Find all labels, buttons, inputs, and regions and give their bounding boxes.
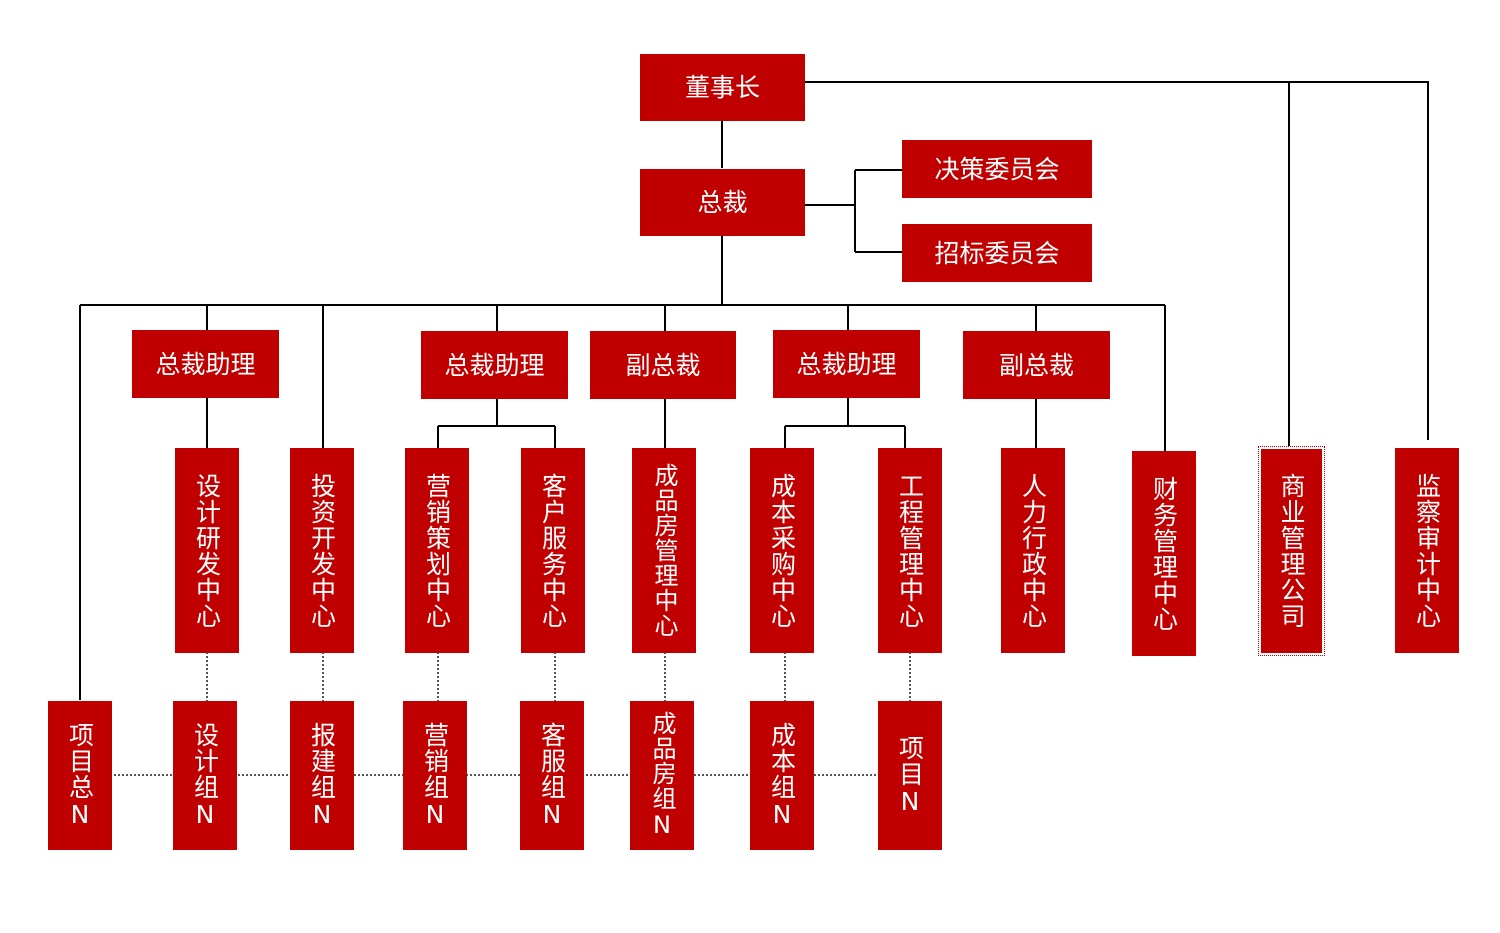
center-label: 商业管理公司 <box>1277 473 1306 629</box>
center-box-5: 成品房管理中心 <box>632 448 696 653</box>
center-label: 监察审计中心 <box>1412 472 1442 629</box>
group-box-1: 项目总N <box>48 701 112 850</box>
level2-box-2: 总裁助理 <box>421 331 568 399</box>
group-box-7: 成本组N <box>750 701 814 850</box>
group-box-5: 客服组N <box>520 701 584 850</box>
chairman-box: 董事长 <box>640 54 805 121</box>
center-box-7: 工程管理中心 <box>878 448 942 653</box>
level2-box-3: 副总裁 <box>590 331 736 399</box>
center-box-9: 财务管理中心 <box>1132 451 1196 656</box>
group-box-6: 成品房组N <box>630 701 694 850</box>
level2-label: 副总裁 <box>998 350 1074 380</box>
group-label: 成本组N <box>767 721 797 830</box>
level2-box-1: 总裁助理 <box>132 330 279 398</box>
center-box-8: 人力行政中心 <box>1001 448 1065 653</box>
center-label: 设计研发中心 <box>192 472 222 629</box>
bidding-committee-box: 招标委员会 <box>902 224 1092 282</box>
group-label: 成品房组N <box>648 711 676 840</box>
level2-box-4: 总裁助理 <box>773 330 920 398</box>
group-label: 报建组N <box>307 721 337 830</box>
level2-label: 副总裁 <box>625 350 701 380</box>
group-label: 项目总N <box>65 721 95 830</box>
group-box-4: 营销组N <box>403 701 467 850</box>
bidding-committee-label: 招标委员会 <box>934 238 1060 268</box>
group-label: 客服组N <box>537 721 567 830</box>
center-box-4: 客户服务中心 <box>521 448 585 653</box>
center-label: 客户服务中心 <box>538 472 568 629</box>
center-box-6: 成本采购中心 <box>750 448 814 653</box>
center-label: 人力行政中心 <box>1018 472 1048 629</box>
president-label: 总裁 <box>697 188 748 217</box>
group-label: 营销组N <box>420 721 450 830</box>
decision-committee-box: 决策委员会 <box>902 140 1092 198</box>
chairman-label: 董事长 <box>684 73 760 102</box>
center-box-10: 商业管理公司 <box>1258 446 1325 656</box>
president-box: 总裁 <box>640 169 805 236</box>
level2-label: 总裁助理 <box>444 350 545 380</box>
group-box-3: 报建组N <box>290 701 354 850</box>
group-label: 项目N <box>895 734 925 817</box>
group-box-8: 项目N <box>878 701 942 850</box>
group-box-2: 设计组N <box>173 701 237 850</box>
level2-label: 总裁助理 <box>796 349 897 379</box>
level2-label: 总裁助理 <box>155 349 256 379</box>
center-box-3: 营销策划中心 <box>405 448 469 653</box>
center-label: 成本采购中心 <box>767 472 797 629</box>
center-box-11: 监察审计中心 <box>1395 448 1459 653</box>
center-label: 财务管理中心 <box>1149 475 1179 632</box>
center-label: 投资开发中心 <box>307 472 337 629</box>
center-box-1: 设计研发中心 <box>175 448 239 653</box>
decision-committee-label: 决策委员会 <box>934 154 1060 184</box>
center-label: 工程管理中心 <box>895 472 925 629</box>
center-box-2: 投资开发中心 <box>290 448 354 653</box>
center-label: 成品房管理中心 <box>650 463 678 638</box>
level2-box-5: 副总裁 <box>963 331 1110 399</box>
center-label: 营销策划中心 <box>422 472 452 629</box>
group-label: 设计组N <box>190 721 220 830</box>
